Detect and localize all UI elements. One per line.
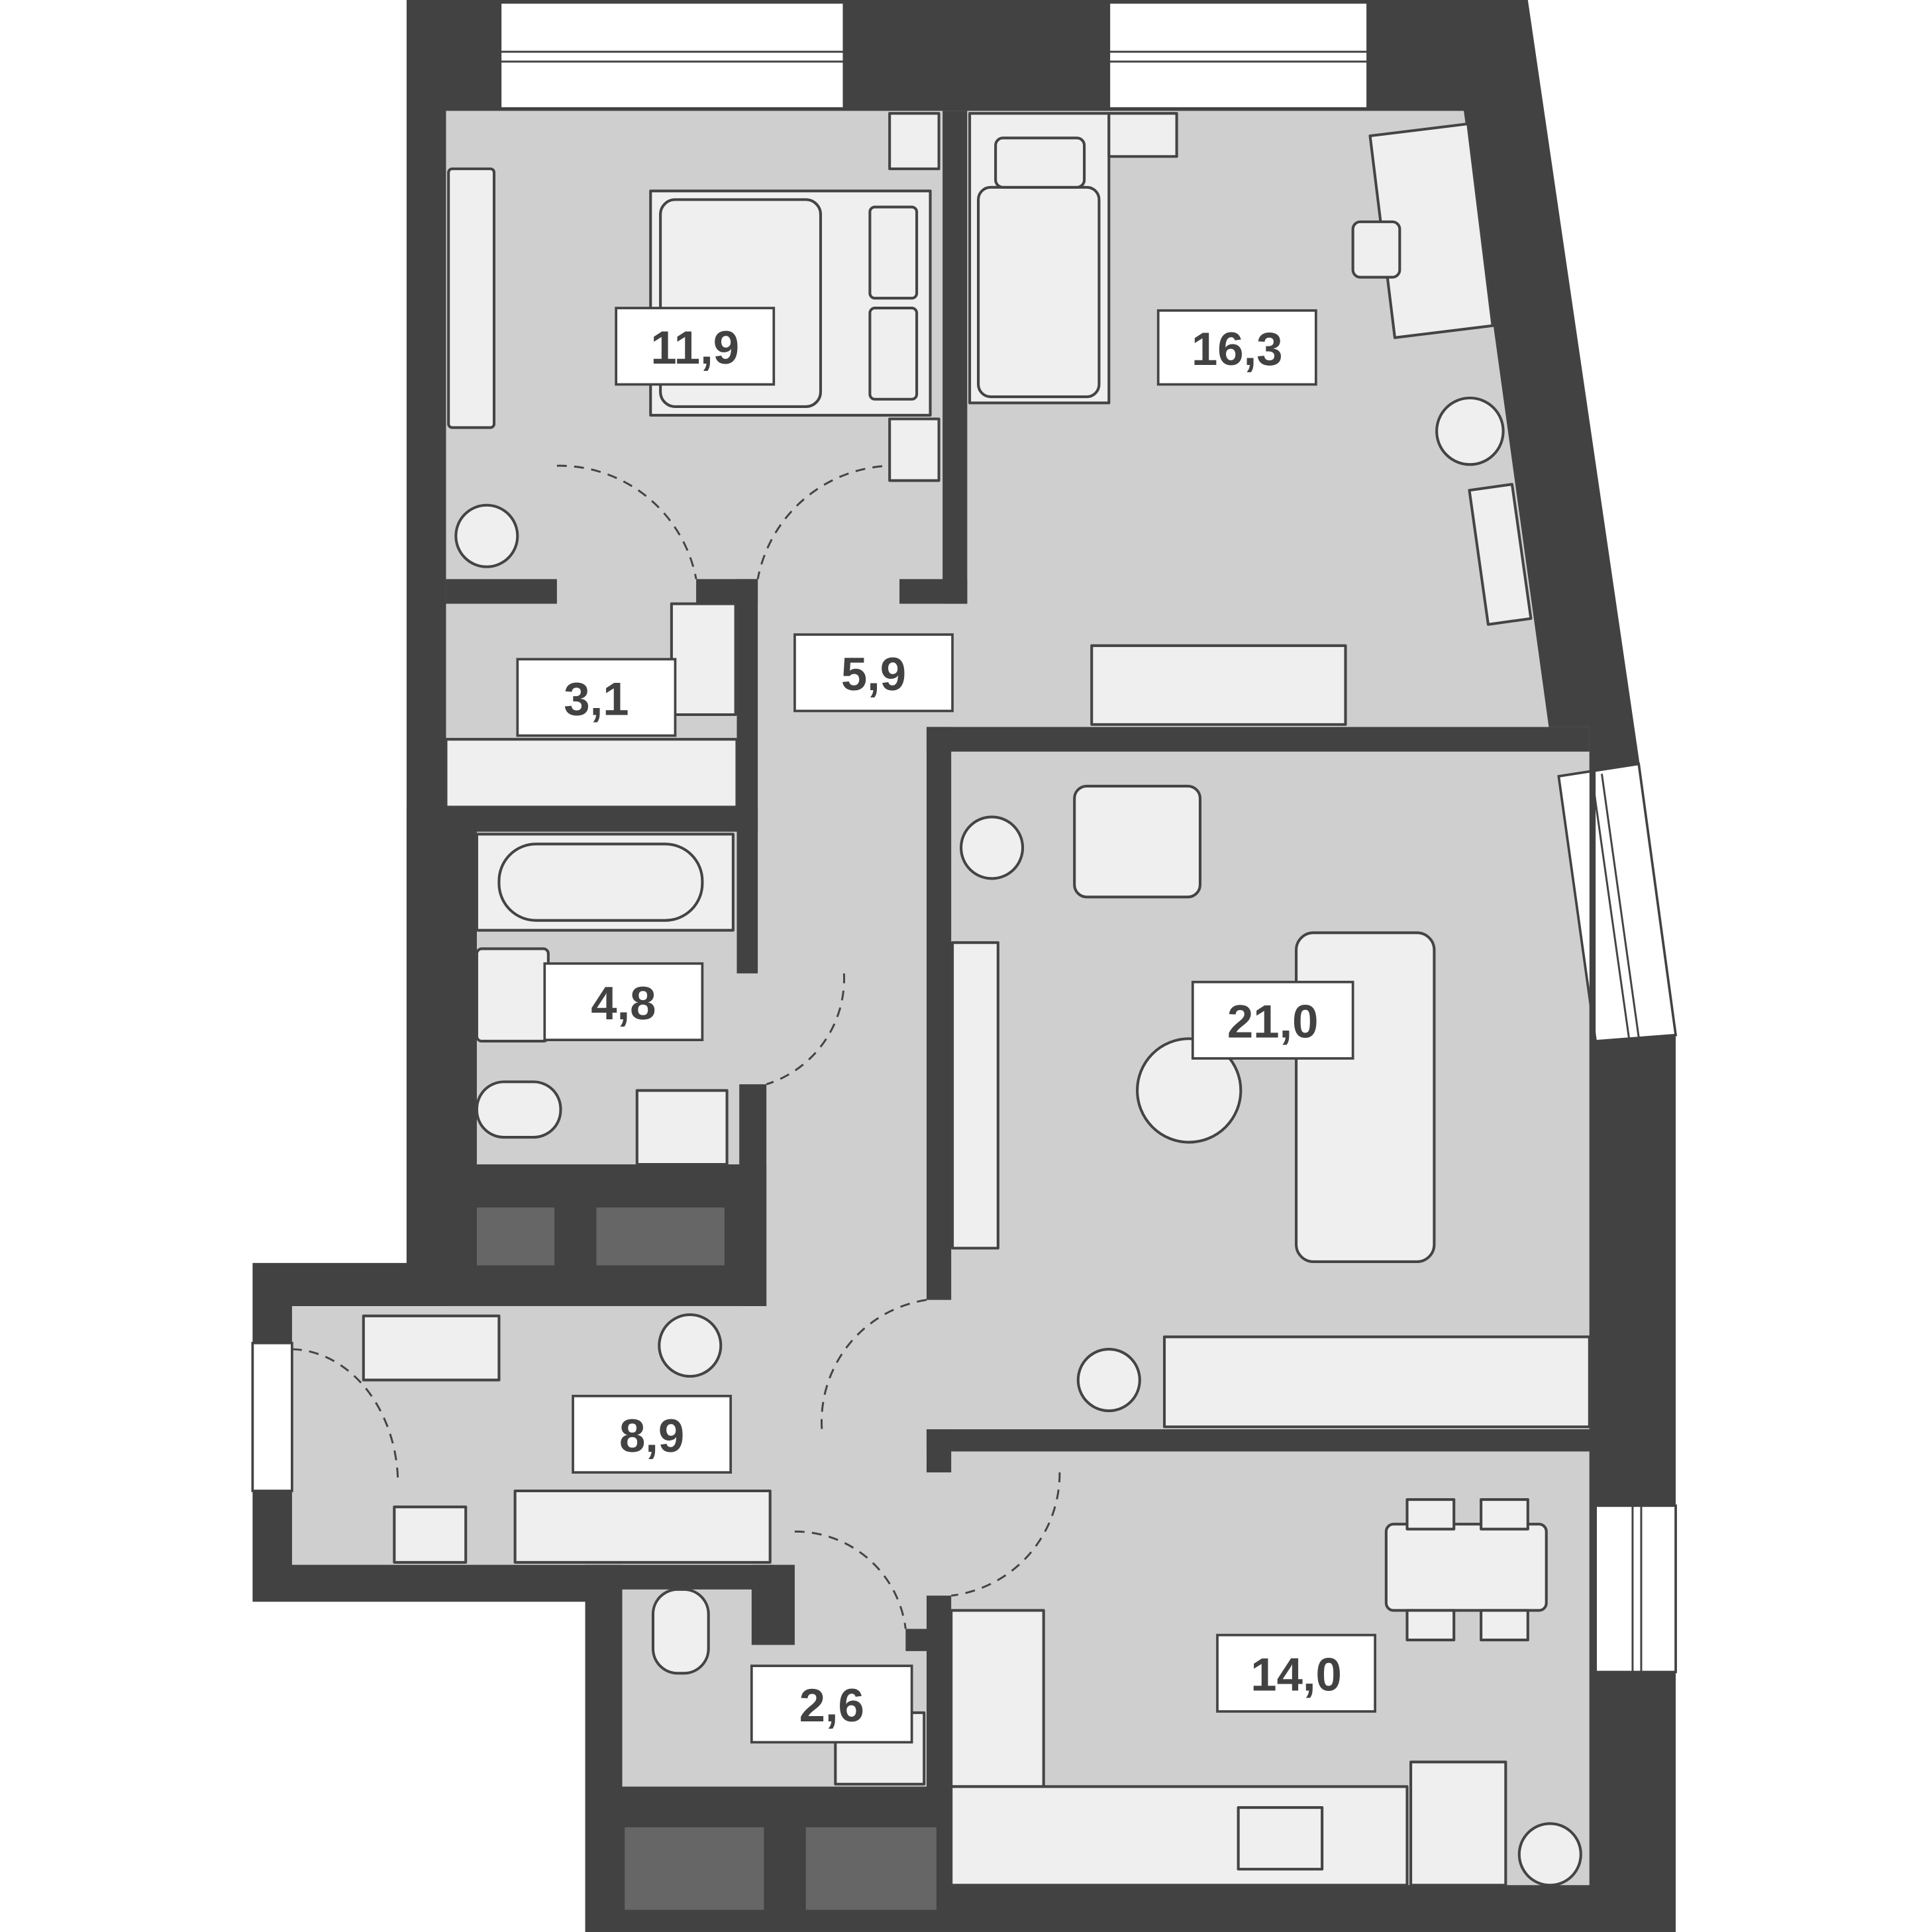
console-table-icon bbox=[362, 1314, 501, 1382]
furniture bbox=[362, 112, 1591, 1887]
chair-icon bbox=[1405, 1609, 1456, 1642]
kitchen-counter-icon bbox=[950, 1609, 1045, 1788]
window-kitchen bbox=[1594, 1504, 1677, 1674]
window-bedroom-1 bbox=[499, 1, 846, 110]
closet-shelves-icon bbox=[444, 738, 738, 809]
chair-icon bbox=[1480, 1609, 1529, 1642]
shelf-icon bbox=[670, 602, 737, 717]
plant-icon bbox=[1517, 1822, 1582, 1887]
room-area: 3,1 bbox=[564, 672, 629, 725]
plant-icon bbox=[960, 815, 1025, 880]
stove-icon bbox=[1237, 1806, 1324, 1871]
toilet-icon bbox=[651, 1588, 710, 1675]
coffee-table-icon bbox=[1136, 1037, 1243, 1144]
shoe-rack-icon bbox=[393, 1505, 468, 1564]
wardrobe-icon bbox=[1090, 644, 1347, 726]
chair-icon bbox=[1480, 1498, 1529, 1531]
piano-icon bbox=[1468, 483, 1533, 626]
wardrobe-icon bbox=[1162, 1335, 1591, 1429]
dining-table-icon bbox=[1384, 1523, 1548, 1612]
room-label-bathroom: 4,8 bbox=[543, 962, 704, 1041]
wardrobe-icon bbox=[513, 1489, 772, 1564]
room-label-living-room: 21,0 bbox=[1191, 980, 1354, 1060]
tv-stand-living-room bbox=[950, 941, 999, 1250]
room-area: 11,9 bbox=[650, 321, 739, 374]
plant-icon bbox=[1076, 1348, 1141, 1413]
room-area: 4,8 bbox=[591, 977, 656, 1029]
washing-machine-icon bbox=[635, 1089, 729, 1166]
room-area: 16,3 bbox=[1192, 323, 1283, 375]
tv-stand-bedroom-1 bbox=[447, 167, 496, 429]
door-entrance bbox=[291, 1348, 399, 1485]
room-label-toilet: 2,6 bbox=[750, 1664, 913, 1744]
window-living-room bbox=[1557, 762, 1678, 1042]
plant-icon bbox=[454, 503, 519, 568]
door-kitchen bbox=[950, 1472, 1061, 1597]
fridge-icon bbox=[1409, 1760, 1507, 1887]
room-label-bedroom-2: 16,3 bbox=[1156, 309, 1317, 386]
room-label-corridor: 5,9 bbox=[793, 633, 954, 713]
toilet-icon bbox=[475, 1080, 562, 1139]
armchair-icon bbox=[1073, 784, 1202, 899]
chair-icon bbox=[1351, 220, 1401, 279]
room-label-bedroom-1: 11,9 bbox=[615, 307, 776, 386]
armchair-icon bbox=[1435, 396, 1505, 466]
door-bathroom bbox=[766, 973, 845, 1086]
sink-icon bbox=[475, 947, 550, 1043]
door-living-room bbox=[821, 1299, 927, 1430]
chair-icon bbox=[1405, 1498, 1456, 1531]
nightstand-icon bbox=[888, 417, 941, 482]
room-area: 21,0 bbox=[1227, 995, 1319, 1048]
door-swings bbox=[291, 464, 1061, 1629]
interior-walls bbox=[406, 111, 1596, 1932]
nightstand-icon bbox=[1107, 112, 1178, 158]
entrance-door-frame bbox=[251, 1341, 293, 1492]
room-area: 2,6 bbox=[799, 1679, 864, 1731]
nightstand-icon bbox=[888, 112, 941, 170]
room-area: 8,9 bbox=[619, 1409, 684, 1462]
room-label-hallway: 8,9 bbox=[572, 1394, 733, 1474]
plant-icon bbox=[658, 1313, 723, 1378]
room-area: 14,0 bbox=[1250, 1649, 1342, 1701]
windows bbox=[251, 1, 1678, 1674]
room-label-closet: 3,1 bbox=[516, 658, 677, 737]
room-area: 5,9 bbox=[841, 648, 906, 700]
door-toilet bbox=[794, 1530, 907, 1629]
window-bedroom-2 bbox=[1107, 1, 1369, 110]
room-label-kitchen: 14,0 bbox=[1216, 1633, 1376, 1713]
